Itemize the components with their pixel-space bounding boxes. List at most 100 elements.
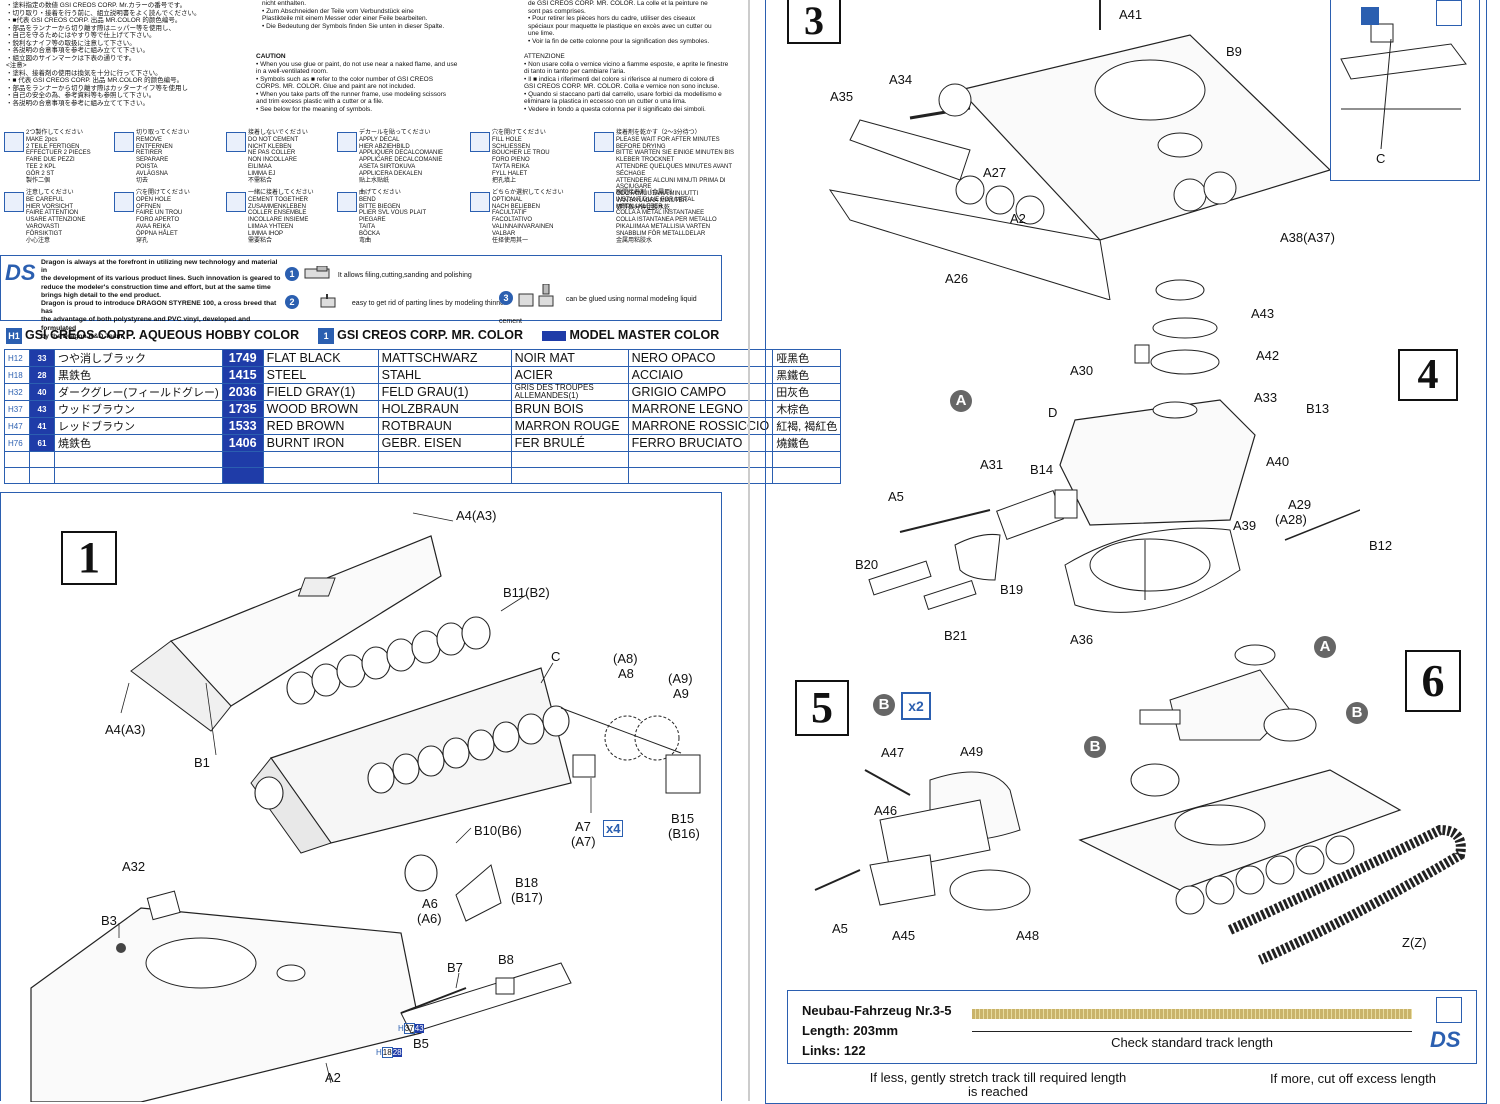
color-cell: FERRO BRUCIATO (627, 434, 774, 452)
symbol-line: ZUSAMMENKLEBEN (248, 203, 307, 210)
track-less-note: If less, gently stretch track till requi… (869, 1070, 1127, 1099)
careful-icon (4, 192, 24, 212)
hatch (297, 577, 336, 597)
symbol-line: NACH BELIEBEN (492, 203, 541, 210)
color-row-empty (4, 467, 842, 484)
color-cell: ウッドブラウン (54, 400, 223, 418)
part-a43 (1155, 279, 1205, 301)
ds-step2-text: easy to get rid of parting lines by mode… (351, 300, 507, 307)
symbol-line: FACOLTATIVO (492, 217, 533, 224)
part-b7 (400, 987, 467, 1014)
symbol-line: 弯曲 (359, 237, 372, 244)
label-z: Z(Z) (1402, 935, 1427, 950)
symbol-line: PIEGARE (359, 217, 386, 224)
decal-icon (337, 132, 357, 152)
ds-step2-num: 2 (285, 295, 299, 309)
part-a5 (899, 509, 991, 533)
step6-circle-b1: B (1346, 702, 1368, 724)
part-label: B13 (1306, 401, 1330, 416)
symbol-line: AVAA REIKA (136, 223, 171, 230)
part-label: A40 (1266, 454, 1290, 469)
note-line: spéciaux pour maquette le plastique en e… (528, 22, 712, 30)
de-notes: nicht enthalten.• Zum Abschneiden der Te… (262, 0, 492, 30)
note-line: di tanto in tanto per cambiare l'aria. (524, 68, 626, 75)
track-z (1227, 824, 1466, 965)
note-line: ・鋭利なナイフ等の取扱に注意して下さい。 (6, 39, 136, 47)
symbol-line: BEND (359, 196, 376, 203)
note-line: ・塗料、接着剤の使用は換気を十分に行って下さい。 (6, 69, 162, 77)
track-links: Links: 122 (802, 1043, 866, 1058)
part-label: A5 (832, 921, 848, 936)
note-line: brings high detail to the end product. (41, 291, 162, 299)
symbol-line: BITTE BIEGEN (359, 203, 401, 210)
symbol-line: 金属用粘胶水 (616, 237, 653, 244)
part-label: B18 (515, 875, 539, 890)
symbol-line: LIMMA IHOP (248, 230, 284, 237)
symbol-line: INCOLLARE INSIEME (248, 217, 309, 224)
symbol-line: ATTENDERE ALCUNI MINUTI PRIMA DI ASCIUGA… (616, 177, 726, 191)
color-cell: 43 (29, 400, 55, 418)
turret-ring (145, 937, 257, 989)
symbol-line: 把孔填上 (492, 177, 517, 184)
note-line: de GSI CREOS CORP. MR. COLOR. La colle e… (528, 0, 708, 7)
ds-step1-text: It allows filing,cutting,sanding and pol… (337, 272, 472, 279)
cut-icon (114, 132, 134, 152)
note-line: ・部品をランナーから切り離す際はカッターナイフ等を使用し (6, 84, 188, 92)
note-line: • Vedere in fondo a questa colonna per i… (524, 105, 706, 113)
step3-wheels (938, 83, 1237, 225)
step3-number: 3 (787, 0, 841, 44)
jp-notes: ・塗料指定の数値 GSI CREOS CORP. Mr.カラーの番号です。・切り… (6, 2, 254, 107)
symbol-line: OPTIONAL (492, 196, 523, 203)
mg-turret-left (1130, 763, 1180, 797)
detail-sketch (1340, 23, 1467, 150)
symbol-line: 接着剤を乾かす（2～3分待つ） (616, 130, 701, 136)
part-label: A30 (1070, 363, 1094, 378)
ds-text: Dragon is always at the forefront in uti… (41, 259, 281, 341)
symbol-line: BITTE WARTEN SIE EINIGE MINUTEN BIS KLEB… (616, 150, 735, 164)
part-a5-step5 (814, 869, 861, 891)
model-master-label: MODEL MASTER COLOR (569, 328, 720, 342)
symbol-line: FORO APERTO (136, 217, 180, 224)
part-label: A5 (888, 489, 904, 504)
turret-ring-step6 (1174, 804, 1266, 846)
symbol-line: TEE 2 KPL (26, 163, 56, 170)
color-cell: H12 (4, 349, 30, 367)
track-title: Neubau-Fahrzeug Nr.3-5 (802, 1003, 952, 1018)
note-line: une lime. (528, 30, 555, 37)
note-line: the advantage of both polystyrene and PV… (41, 316, 251, 332)
symbol-text: 接着剤を乾かす（2～3分待つ）PLEASE WAIT FOR AFTER MIN… (616, 130, 744, 212)
symbol-line: 穴を開けてください (492, 130, 546, 136)
note-line: • When you use glue or paint, do not use… (256, 60, 458, 68)
caution-title: CAUTION (256, 53, 286, 60)
color-cell: STAHL (377, 366, 512, 384)
symbol-line: 一緒に接着してください (248, 190, 314, 196)
part-label: (A8) (613, 651, 638, 666)
step6-circle-a: A (1314, 636, 1336, 658)
color-cell (54, 451, 223, 468)
ds-step3-num: 3 (499, 291, 513, 306)
sprocket-a9 (634, 715, 680, 761)
color-cell: NOIR MAT (510, 349, 629, 367)
part-label: A35 (830, 89, 854, 104)
symbol-line: ATTENDRE QUELQUES MINUTES AVANT SÉCHAGE (616, 163, 732, 177)
paint-b7-1: 37 (403, 1023, 415, 1034)
part-label: A8 (618, 666, 634, 681)
color-cell: MARRON ROUGE (510, 417, 629, 435)
symbol-line: POISTA (136, 163, 158, 170)
part-a48 (949, 869, 1031, 911)
remove-icon (1361, 7, 1379, 25)
part-label: A9 (673, 686, 689, 701)
symbol-line: EFFECTUER 2 PIECES (26, 150, 91, 157)
symbol-line: OPEN HOLE (136, 196, 172, 203)
page-gutter (748, 0, 750, 1101)
symbol-line: PLIER SVL VOUS PLAIT (359, 210, 427, 217)
color-cell: H18 (4, 366, 30, 384)
step6-diagram (1078, 644, 1466, 965)
color-cell: ダークグレー(フィールドグレー) (54, 383, 223, 401)
paint-b5-2: 28 (392, 1048, 402, 1057)
glue-icon-step3 (1436, 0, 1462, 26)
